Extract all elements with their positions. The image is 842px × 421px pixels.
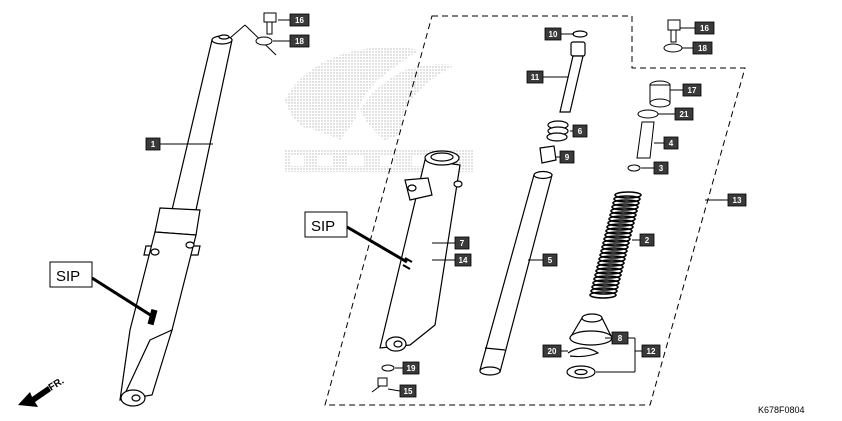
svg-text:8: 8 — [618, 334, 623, 343]
spring-coil — [608, 215, 636, 223]
spring-coil — [606, 223, 634, 231]
svg-text:SIP: SIP — [56, 268, 80, 285]
brand-watermark — [284, 46, 474, 172]
spring-coil — [591, 283, 619, 291]
front-direction-arrow: FR. — [18, 376, 66, 407]
fork-slider — [379, 150, 463, 352]
svg-text:14: 14 — [459, 256, 468, 265]
svg-text:20: 20 — [548, 347, 557, 356]
svg-text:16: 16 — [700, 24, 709, 33]
leader-line — [229, 24, 246, 39]
callout-18a: 18 — [289, 34, 310, 48]
svg-text:10: 10 — [549, 30, 558, 39]
callout-20: 20 — [542, 344, 562, 358]
spring-coil — [599, 251, 627, 259]
svg-text:3: 3 — [659, 164, 664, 173]
fork-spring — [589, 191, 642, 299]
callout-3: 3 — [653, 161, 669, 175]
spring-coil — [612, 199, 640, 207]
svg-text:1: 1 — [151, 140, 156, 149]
spring-coil — [596, 263, 624, 271]
svg-text:2: 2 — [645, 236, 650, 245]
callout-15: 15 — [399, 384, 417, 398]
drain-bolt — [371, 364, 395, 393]
oil-lock-group — [566, 313, 613, 379]
callout-14: 14 — [454, 253, 472, 267]
callout-1: 1 — [145, 137, 161, 151]
spring-coil — [611, 203, 639, 211]
spring-coil — [598, 255, 626, 263]
svg-text:4: 4 — [669, 139, 674, 148]
callout-21: 21 — [674, 107, 694, 121]
callout-11: 11 — [526, 70, 544, 84]
spring-coil — [600, 247, 628, 255]
callout-10: 10 — [544, 27, 562, 41]
drawing-code: K678F0804 — [758, 405, 805, 415]
spring-coil — [589, 291, 617, 299]
spring-coil — [593, 275, 621, 283]
sip-label-center: SIP — [304, 211, 408, 264]
sip-label-left: SIP — [49, 261, 153, 318]
callout-6: 6 — [572, 124, 588, 138]
callout-16b: 16 — [694, 21, 715, 35]
spring-coil — [610, 207, 638, 215]
spring-coil — [605, 227, 633, 235]
top-cap-group — [627, 19, 683, 172]
fork-pipe — [479, 170, 553, 376]
callout-18b: 18 — [692, 41, 713, 55]
callout-labels: 1 16 18 10 11 6 9 7 14 5 19 15 16 18 17 … — [145, 13, 747, 398]
svg-text:9: 9 — [565, 153, 570, 162]
assembly-boundary — [324, 15, 746, 406]
svg-text:19: 19 — [407, 364, 416, 373]
svg-text:12: 12 — [647, 347, 656, 356]
callout-16a: 16 — [289, 13, 310, 27]
svg-text:16: 16 — [295, 16, 304, 25]
damper-rod — [539, 30, 588, 164]
svg-text:6: 6 — [578, 127, 583, 136]
callout-4: 4 — [663, 136, 679, 150]
spring-coil — [604, 231, 632, 239]
spring-coil — [613, 195, 641, 203]
svg-text:7: 7 — [460, 239, 465, 248]
svg-text:SIP: SIP — [311, 218, 335, 235]
svg-text:17: 17 — [688, 86, 697, 95]
svg-text:18: 18 — [698, 44, 707, 53]
callout-9: 9 — [559, 150, 575, 164]
svg-text:13: 13 — [733, 196, 742, 205]
callout-7: 7 — [454, 236, 470, 250]
callout-13: 13 — [727, 193, 747, 207]
spring-coil — [595, 267, 623, 275]
callout-17: 17 — [682, 83, 702, 97]
svg-text:5: 5 — [548, 256, 553, 265]
spring-coil — [601, 243, 629, 251]
spring-coil — [609, 211, 637, 219]
spring-coil — [590, 287, 618, 295]
callout-2: 2 — [639, 233, 655, 247]
bolt-top-left — [255, 12, 277, 46]
fork-assembly-left — [119, 34, 233, 407]
svg-text:15: 15 — [404, 387, 413, 396]
callout-5: 5 — [542, 253, 558, 267]
callout-12: 12 — [641, 344, 661, 358]
leader-line — [387, 388, 401, 392]
svg-text:11: 11 — [531, 73, 540, 82]
callout-8: 8 — [611, 331, 629, 345]
spring-coil — [603, 235, 631, 243]
spring-coil — [597, 259, 625, 267]
spring-coil — [607, 219, 635, 227]
spring-coil — [602, 239, 630, 247]
callout-19: 19 — [402, 361, 420, 375]
spring-coil — [594, 271, 622, 279]
spring-coil — [592, 279, 620, 287]
svg-text:18: 18 — [295, 37, 304, 46]
svg-text:21: 21 — [680, 110, 689, 119]
spring-coil — [614, 191, 642, 199]
